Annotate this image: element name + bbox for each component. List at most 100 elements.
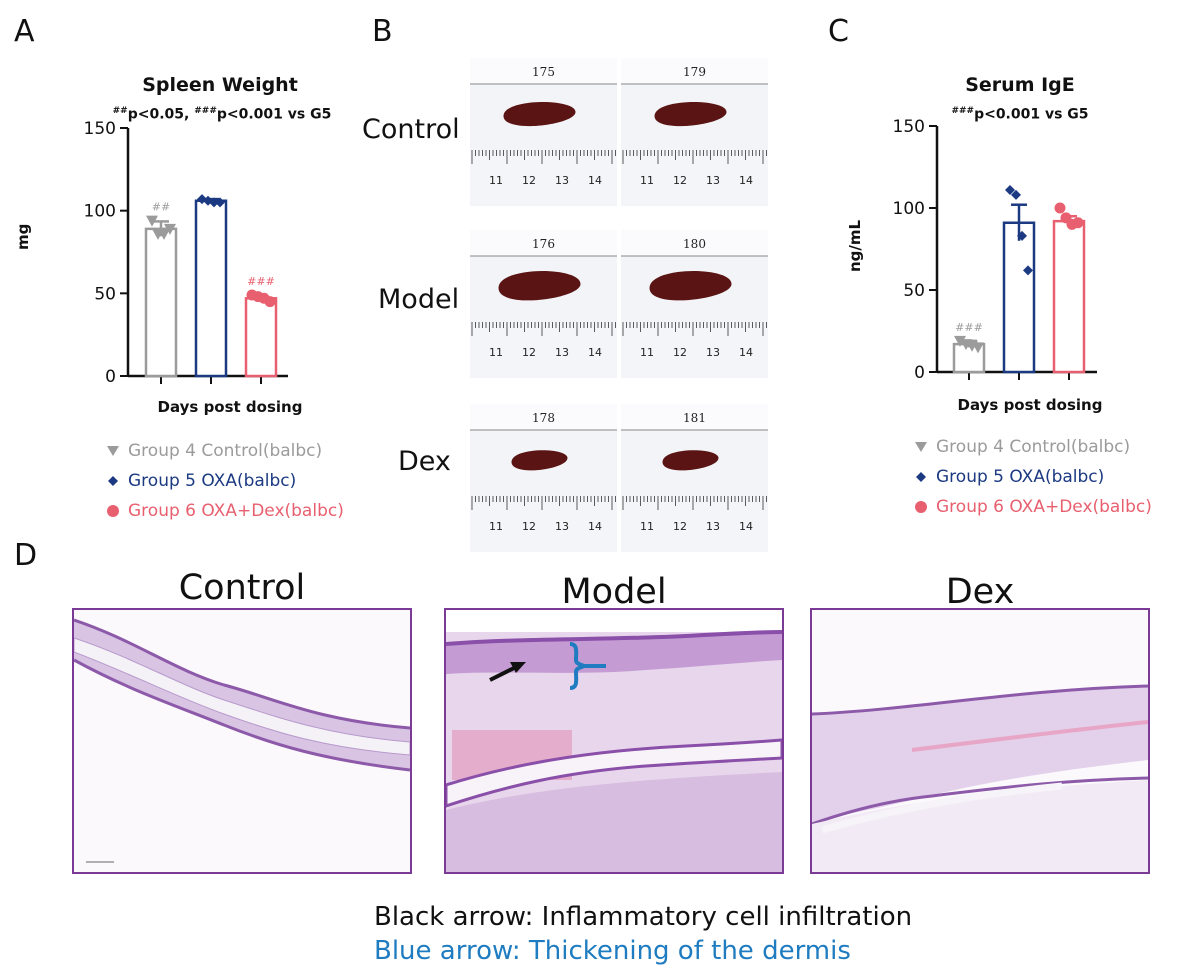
- ruler-number: 14: [739, 520, 753, 533]
- chart-a-ylabel: mg: [14, 223, 32, 250]
- chart-a-xlabel: Days post dosing: [157, 398, 303, 416]
- caption-blue-arrow: Blue arrow: Thickening of the dermis: [374, 936, 851, 966]
- spleen: [498, 270, 581, 301]
- ruler-number: 12: [522, 174, 536, 187]
- ruler-number: 13: [555, 346, 569, 359]
- legend-c: Group 4 Control(balbc) Group 5 OXA(balbc…: [906, 432, 1152, 522]
- label-strip: [621, 58, 768, 84]
- data-point: [1054, 202, 1066, 214]
- label-strip: [470, 58, 617, 84]
- y-tick-label: 0: [914, 363, 925, 383]
- data-point: [146, 215, 158, 227]
- ruler-number: 12: [673, 174, 687, 187]
- data-point: [203, 195, 213, 206]
- ruler: [470, 322, 617, 378]
- ruler: [621, 496, 768, 552]
- ruler-number: 11: [640, 346, 654, 359]
- ruler-number: 14: [588, 346, 602, 359]
- ruler-number: 12: [522, 346, 536, 359]
- data-point: [158, 228, 170, 240]
- ruler-number: 11: [489, 346, 503, 359]
- ruler-number: 11: [489, 174, 503, 187]
- data-point: [1072, 217, 1084, 229]
- y-tick-label: 50: [903, 281, 925, 301]
- panel-letter-d: D: [14, 538, 38, 573]
- caption-black-arrow: Black arrow: Inflammatory cell infiltrat…: [374, 902, 913, 932]
- ruler-number: 12: [522, 520, 536, 533]
- ruler: [621, 150, 768, 206]
- panel-letter-c: C: [828, 14, 849, 49]
- sample-id: 175: [532, 65, 555, 79]
- ruler-number: 14: [739, 174, 753, 187]
- y-tick-label: 50: [94, 284, 116, 304]
- spleen: [649, 270, 732, 301]
- histo-title-dex: Dex: [945, 572, 1015, 612]
- chart-c-subtitle: ###p<0.001 vs G5: [951, 106, 1089, 123]
- ruler: [621, 322, 768, 378]
- legend-c-item-group6: Group 6 OXA+Dex(balbc): [906, 492, 1152, 522]
- bar-group6: [1052, 219, 1086, 374]
- sample-id: 178: [532, 411, 555, 425]
- chart-c-title: Serum IgE: [965, 74, 1075, 96]
- spleen-photo-drawing: 180 11 12 13 14: [621, 230, 768, 378]
- histo-title-model: Model: [561, 572, 667, 612]
- legend-a-item-group4: Group 4 Control(balbc): [98, 436, 344, 466]
- histo-title-control: Control: [178, 568, 306, 608]
- ruler-number: 11: [640, 520, 654, 533]
- black-arrow-line: [489, 665, 517, 682]
- ruler-number: 11: [489, 520, 503, 533]
- spleen-photo: 175 11 12 13 14: [470, 58, 617, 206]
- chart-c-xlabel: Days post dosing: [957, 396, 1103, 414]
- label-strip: [621, 230, 768, 256]
- data-point: [209, 197, 219, 208]
- data-point: [1011, 189, 1021, 200]
- chart-a-title: Spleen Weight: [142, 74, 298, 96]
- diamond-icon: [98, 474, 128, 488]
- chart-c-ylabel: ng/mL: [846, 219, 864, 272]
- significance-label: ##: [152, 201, 170, 214]
- legend-a: Group 4 Control(balbc) Group 5 OXA(balbc…: [98, 436, 344, 526]
- ruler-number: 13: [706, 346, 720, 359]
- histology-image-model: [444, 608, 784, 874]
- chart-a-subtitle: ##p<0.05, ###p<0.001 vs G5: [112, 106, 332, 123]
- spleen-photo: 180 11 12 13 14: [621, 230, 768, 378]
- label-strip: [470, 230, 617, 256]
- data-point: [1023, 265, 1033, 276]
- black-arrow-head: [510, 662, 526, 673]
- histology-image-control: [72, 608, 412, 874]
- ruler-number: 13: [555, 174, 569, 187]
- bar-group5: [194, 199, 228, 378]
- data-point: [215, 197, 225, 208]
- histology-image-dex: [810, 608, 1150, 874]
- data-point: [954, 335, 966, 347]
- circle-icon: [98, 504, 128, 518]
- ruler-number: 12: [673, 346, 687, 359]
- sample-id: 180: [683, 237, 706, 251]
- ruler-number: 12: [673, 520, 687, 533]
- ruler-number: 13: [706, 520, 720, 533]
- ruler-number: 14: [739, 346, 753, 359]
- y-tick-label: 0: [105, 367, 116, 387]
- triangle-down-icon: [98, 444, 128, 458]
- spleen: [503, 101, 576, 127]
- label-strip: [621, 404, 768, 430]
- photo-row-label-dex: Dex: [398, 446, 451, 477]
- y-tick-label: 100: [893, 199, 925, 219]
- legend-a-item-group5: Group 5 OXA(balbc): [98, 466, 344, 496]
- spleen-photo-drawing: 175 11 12 13 14: [470, 58, 617, 206]
- significance-label: ###: [955, 321, 983, 334]
- photo-row-label-model: Model: [378, 284, 460, 315]
- ruler: [470, 150, 617, 206]
- ruler-number: 14: [588, 174, 602, 187]
- panel-letter-a: A: [14, 14, 35, 49]
- spleen: [662, 450, 719, 471]
